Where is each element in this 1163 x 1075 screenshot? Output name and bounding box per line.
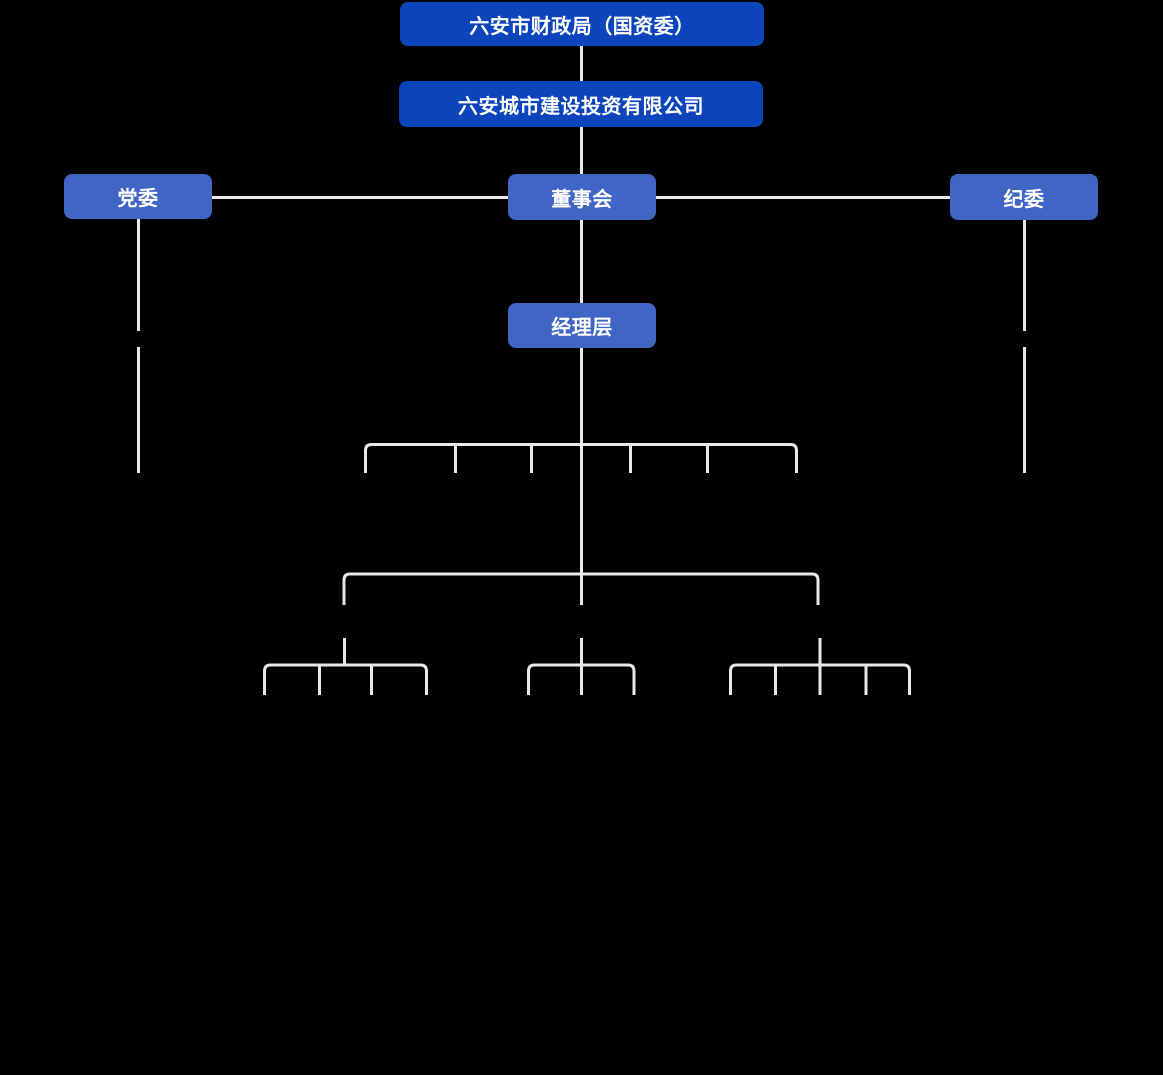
node-party-committee: 党委 [64,174,212,219]
node-board-of-directors: 董事会 [508,174,656,220]
connector-level2-bracket [342,572,820,605]
node-finance-bureau: 六安市财政局（国资委） [400,2,764,46]
connector-group-right-bracket [729,663,911,695]
node-city-investment-company: 六安城市建设投资有限公司 [399,81,763,127]
node-discipline-committee: 纪委 [950,174,1098,220]
connector-group-left-bracket [263,663,428,695]
node-management-level: 经理层 [508,303,656,348]
connector-group-center-bracket [527,663,636,695]
connector-level1-bracket [364,443,798,473]
